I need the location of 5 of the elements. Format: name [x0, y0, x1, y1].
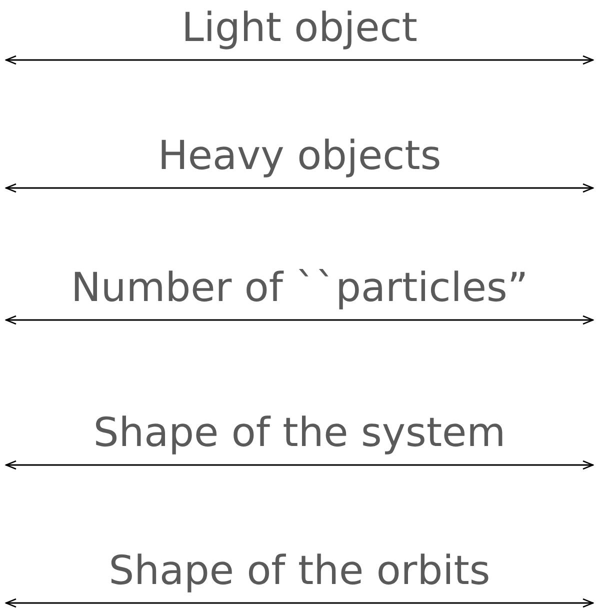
scale-label: Number of ``particles” — [70, 264, 528, 312]
scale-label: Shape of the system — [93, 409, 506, 457]
scale-label: Light object — [182, 4, 418, 52]
scale-label: Heavy objects — [158, 132, 442, 180]
scale-label: Shape of the orbits — [108, 547, 490, 595]
